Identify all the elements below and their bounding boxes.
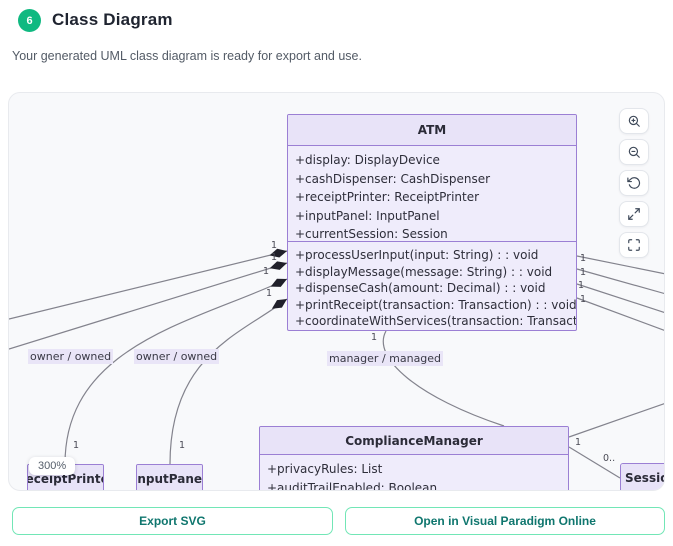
multiplicity-label: 1 <box>580 294 587 305</box>
diagram-canvas[interactable]: ATM +display: DisplayDevice +cashDispens… <box>8 92 665 491</box>
composition-diamond-icons <box>269 248 287 309</box>
zoom-in-icon <box>628 115 640 127</box>
attribute-row: +inputPanel: InputPanel <box>295 208 440 223</box>
zoom-out-icon <box>628 146 640 158</box>
canvas-toolbar <box>619 108 649 258</box>
atm-methods: +processUserInput(input: String) : : voi… <box>288 241 577 330</box>
zoom-in-button[interactable] <box>619 108 649 134</box>
step-number-badge: 6 <box>18 9 41 32</box>
multiplicity-label: 1 <box>263 266 270 277</box>
open-visual-paradigm-button[interactable]: Open in Visual Paradigm Online <box>345 507 665 535</box>
method-row: +displayMessage(message: String) : : voi… <box>295 264 553 279</box>
multiplicity-label: 1 <box>73 440 80 451</box>
edge-label-owner-owned-1: owner / owned <box>28 349 114 364</box>
multiplicity-label: 0.. <box>603 453 616 464</box>
edge-label-manager-managed: manager / managed <box>327 351 444 366</box>
multiplicity-label: 1 <box>266 288 273 299</box>
zoom-out-button[interactable] <box>619 139 649 165</box>
class-title-compliance-manager: ComplianceManager <box>260 427 568 455</box>
relationship-lines <box>9 248 664 479</box>
attribute-row: +privacyRules: List <box>267 462 383 476</box>
attribute-row: +auditTrailEnabled: Boolean <box>267 480 438 491</box>
reset-view-icon <box>627 177 641 189</box>
multiplicity-label: 1 <box>578 280 585 291</box>
attribute-row: +cashDispenser: CashDispenser <box>295 171 491 186</box>
multiplicity-label: 1 <box>575 437 582 448</box>
multiplicity-label: 1 <box>271 252 278 263</box>
class-title-session: Session <box>621 464 664 490</box>
zoom-level-tooltip: 300% <box>29 457 76 475</box>
method-row: +printReceipt(transaction: Transaction) … <box>295 297 577 312</box>
class-box-atm[interactable]: ATM +display: DisplayDevice +cashDispens… <box>287 114 577 331</box>
multiplicity-label: 1 <box>580 267 587 278</box>
class-box-compliance-manager[interactable]: ComplianceManager +privacyRules: List +a… <box>259 426 569 491</box>
expand-icon <box>628 208 640 220</box>
class-title-input-panel: InputPanel <box>137 465 202 490</box>
edge-label-owner-owned-2: owner / owned <box>134 349 220 364</box>
multiplicity-label: 1 <box>271 240 278 251</box>
reset-view-button[interactable] <box>619 170 649 196</box>
class-box-session[interactable]: Session <box>620 463 664 490</box>
class-box-input-panel[interactable]: InputPanel <box>136 464 203 490</box>
fullscreen-icon <box>628 239 640 251</box>
fullscreen-button[interactable] <box>619 232 649 258</box>
attribute-row: +display: DisplayDevice <box>295 153 440 167</box>
multiplicity-label: 1 <box>371 332 378 343</box>
page-subtitle: Your generated UML class diagram is read… <box>12 49 362 63</box>
class-title-atm: ATM <box>288 115 576 146</box>
method-row: +coordinateWithServices(transaction: Tra… <box>295 314 576 328</box>
page-title: Class Diagram <box>52 10 173 29</box>
compliance-attributes: +privacyRules: List +auditTrailEnabled: … <box>260 455 568 491</box>
multiplicity-label: 1 <box>580 253 587 264</box>
multiplicity-label: 1 <box>179 440 186 451</box>
expand-button[interactable] <box>619 201 649 227</box>
export-svg-button[interactable]: Export SVG <box>12 507 333 535</box>
attribute-row: +currentSession: Session <box>295 227 448 241</box>
method-row: +processUserInput(input: String) : : voi… <box>295 248 539 262</box>
attribute-row: +receiptPrinter: ReceiptPrinter <box>295 190 480 204</box>
atm-attributes: +display: DisplayDevice +cashDispenser: … <box>288 146 576 241</box>
method-row: +dispenseCash(amount: Decimal) : : void <box>295 281 546 295</box>
